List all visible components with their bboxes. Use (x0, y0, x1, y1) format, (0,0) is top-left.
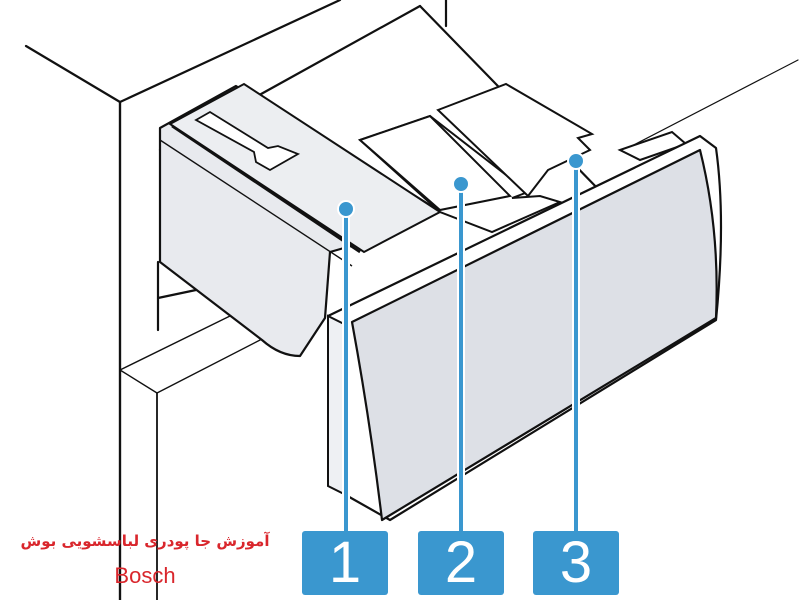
callout-label-3: 3 (533, 531, 619, 595)
callout-leader-1 (337, 200, 355, 532)
callout-label-2: 2 (418, 531, 504, 595)
drawer-front-panel (326, 134, 723, 522)
callout-leader-2 (452, 175, 470, 532)
callout-leader-3 (567, 152, 585, 532)
drawer-frame (119, 260, 263, 600)
callout-leaders (337, 152, 585, 532)
callout-label-1: 1 (302, 531, 388, 595)
brand-caption: Bosch (114, 563, 176, 588)
persian-caption: آموزش جا پودری لباسشویی بوش (20, 532, 270, 550)
